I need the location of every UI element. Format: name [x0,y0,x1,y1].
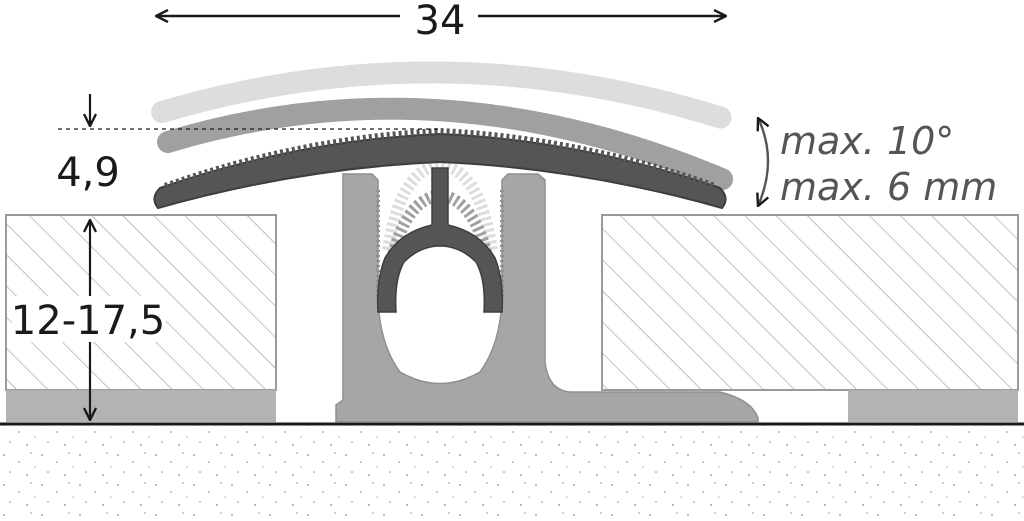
tilt-annotation: max. 10° max. 6 mm [758,118,997,209]
clip-insert [376,167,504,313]
floor-height-dimension: 12-17,5 [11,220,166,420]
angle-label: max. 10° [780,119,954,163]
width-label: 34 [415,0,466,44]
right-underlay [848,390,1018,422]
subfloor [0,422,1024,521]
ghost-cap-top [151,61,733,129]
height-above-label: 4,9 [56,150,120,196]
width-dimension: 34 [156,0,726,44]
main-cap-profile [153,127,727,210]
floor-height-label: 12-17,5 [11,298,165,344]
offset-label: max. 6 mm [780,165,997,209]
ghost-cap-middle [157,97,735,191]
base-rail-profile [335,173,759,423]
right-floor-covering [601,214,1019,422]
left-underlay [6,390,276,422]
height-above-dimension: 4,9 [56,94,440,196]
